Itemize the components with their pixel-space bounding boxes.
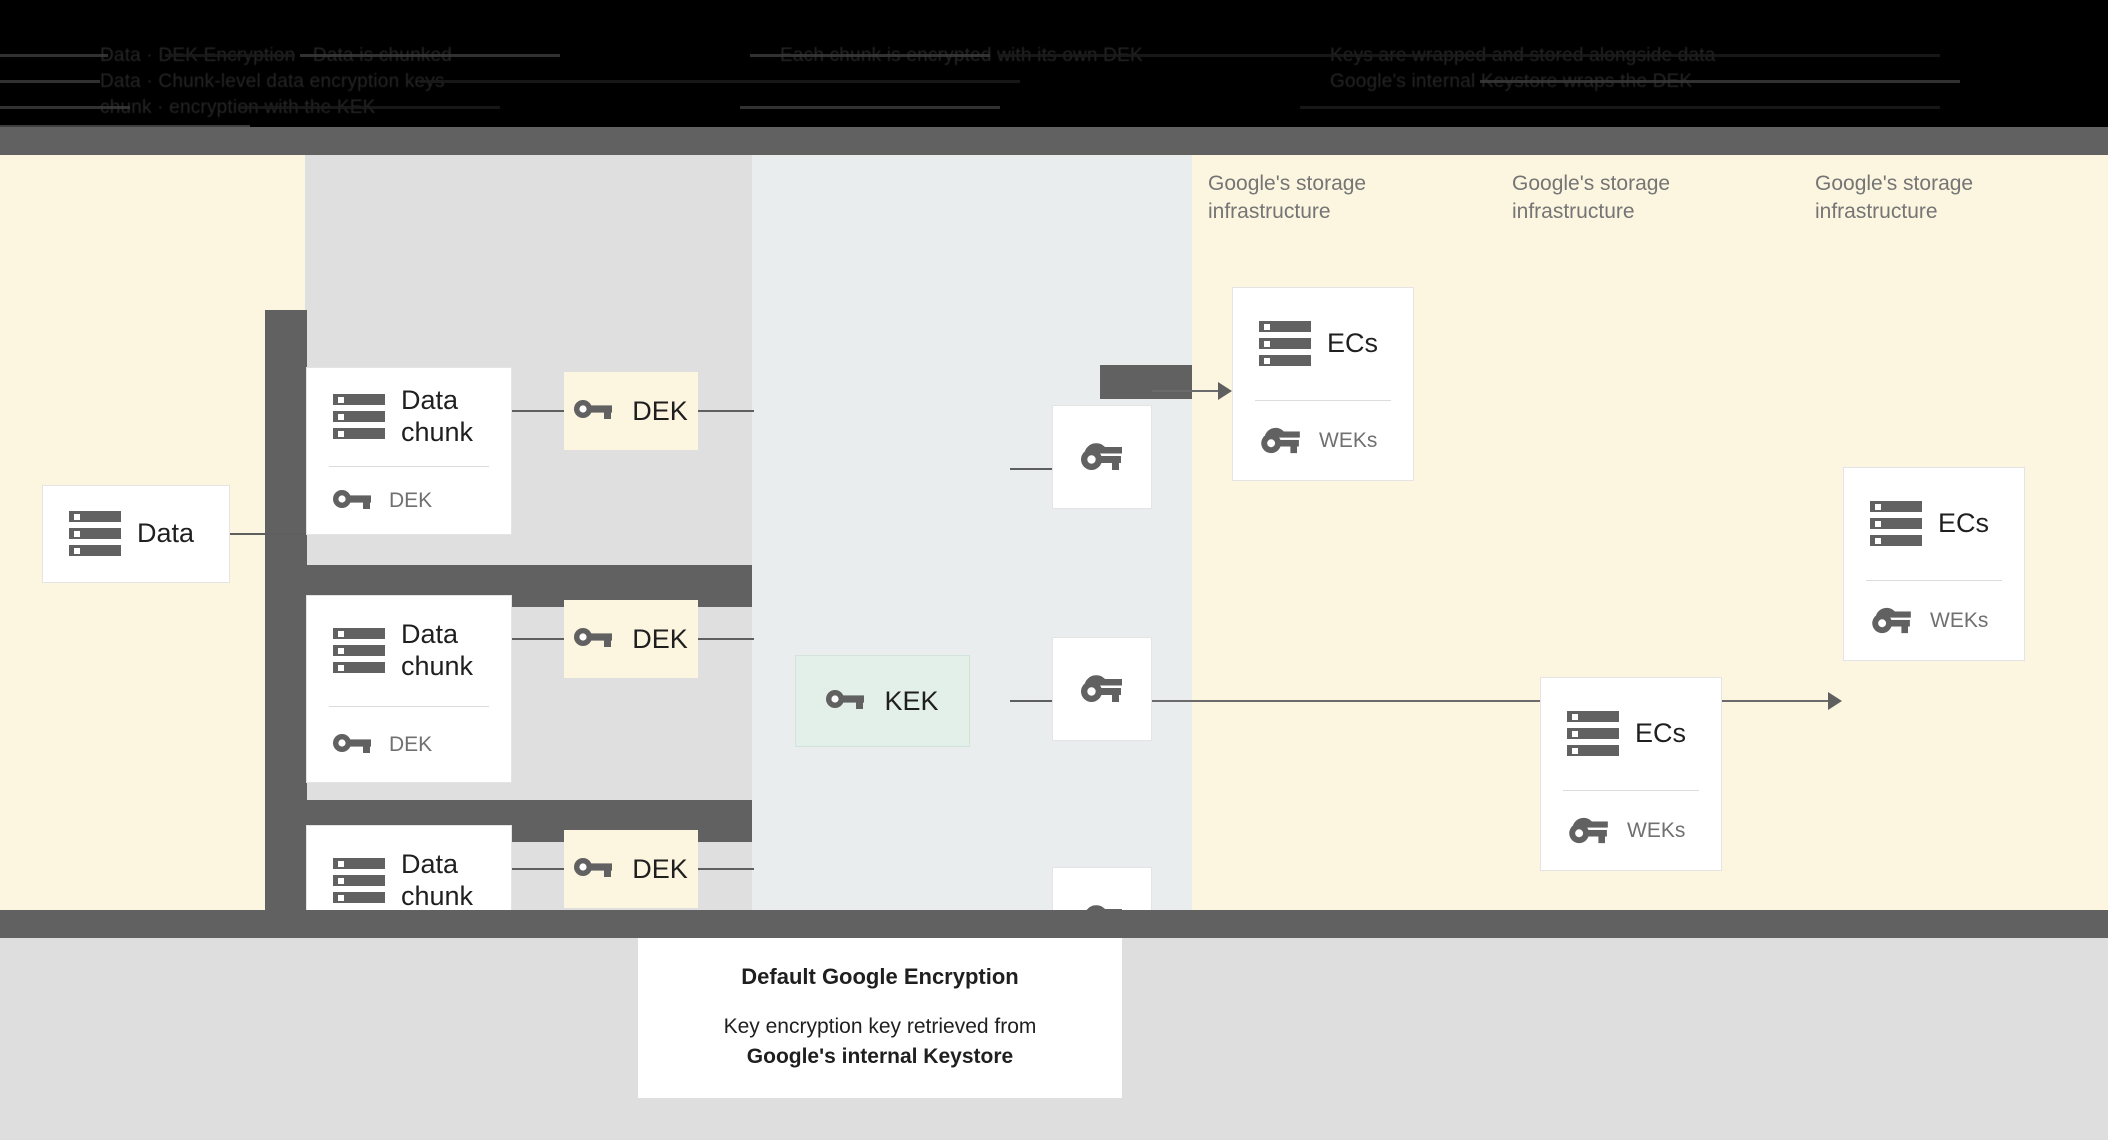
key-icon (574, 625, 614, 654)
caption-body: Key encryption key retrieved from Google… (724, 1012, 1037, 1073)
dek-box-3[interactable]: DEK (564, 830, 698, 908)
wrapped-key-icon (1079, 438, 1125, 477)
header-redaction-bar (0, 54, 108, 57)
ec-card-3[interactable]: ECs WEKs (1540, 677, 1722, 871)
wrapped-key-icon (1567, 813, 1611, 850)
connector-to-wek1 (1010, 468, 1054, 470)
card-divider (329, 706, 489, 707)
caption-line-1: Key encryption key retrieved from (723, 1014, 1037, 1038)
dek-label: DEK (632, 395, 688, 426)
ec-key-label: WEKs (1319, 429, 1378, 452)
ec-title: ECs (1327, 328, 1379, 359)
header-redaction-bar (750, 54, 990, 57)
caption-line-2: Google's internal Keystore (746, 1045, 1014, 1068)
storage-infra-label-2: Google's storage infrastructure (1512, 172, 1671, 223)
keystore-column-band (752, 155, 1192, 910)
key-icon (333, 731, 373, 760)
connector-dek2-right (698, 638, 754, 640)
arrow-head-2 (1828, 692, 1842, 710)
header-redaction-bar (420, 80, 1020, 83)
server-icon (1259, 321, 1311, 367)
kek-label: KEK (884, 685, 939, 716)
data-chunk-card-2[interactable]: Data chunk DEK (306, 595, 512, 783)
key-icon (574, 397, 614, 426)
header-redaction-bar (240, 106, 500, 109)
ec-card-1[interactable]: ECs WEKs (1232, 287, 1414, 481)
data-source-label: Data (137, 518, 195, 549)
chunk-key-label: DEK (389, 733, 433, 756)
canvas-top-rule (0, 127, 2108, 155)
connector-chunk3-dek3 (512, 868, 564, 870)
header-redaction-bar (300, 54, 560, 57)
arrow-line-2 (1152, 700, 1832, 702)
header-line-6: chunk · encryption with the KEK (100, 97, 376, 118)
data-source-card[interactable]: Data (42, 485, 230, 583)
wrapped-key-icon (1259, 423, 1303, 460)
caption-card: Default Google Encryption Key encryption… (638, 938, 1122, 1098)
chunk-title: Data chunk (401, 619, 474, 681)
arrow-line-1 (1152, 390, 1222, 392)
connector-data-to-chunks (230, 533, 306, 535)
card-divider (1563, 790, 1699, 791)
chunk-key-label: DEK (389, 489, 433, 512)
header-text-group: Data · DEK Encryption · Data is chunked … (0, 45, 2108, 125)
header-redaction-bar (0, 80, 100, 83)
wrapped-key-box-2[interactable] (1052, 637, 1152, 741)
connector-dek1-right (698, 410, 754, 412)
dek-box-1[interactable]: DEK (564, 372, 698, 450)
card-divider (1255, 400, 1391, 401)
header-redaction-bar (165, 54, 295, 57)
chunk-title: Data chunk (401, 849, 474, 911)
footer-top-rule (0, 910, 2108, 938)
data-chunk-card-1[interactable]: Data chunk DEK (306, 367, 512, 535)
diagram-canvas: Data Data chunk DEK Data chunk (0, 127, 2108, 1015)
chunk-title: Data chunk (401, 385, 474, 447)
caption-title: Default Google Encryption (741, 963, 1019, 989)
key-icon (333, 487, 373, 516)
storage-infra-label-3: Google's storage infrastructure (1815, 172, 1974, 223)
server-icon (69, 511, 121, 557)
wrapped-key-box-1[interactable] (1052, 405, 1152, 509)
server-icon (1567, 711, 1619, 757)
arrow-head-1 (1218, 382, 1232, 400)
ec-title: ECs (1938, 508, 1990, 539)
kek-box[interactable]: KEK (795, 655, 970, 747)
ec-key-label: WEKs (1930, 609, 1989, 632)
wrapped-key-icon (1079, 670, 1125, 709)
ec-key-label: WEKs (1627, 819, 1686, 842)
connector-dek3-right (698, 868, 754, 870)
header-redaction-bar (1480, 80, 1960, 83)
key-icon (574, 855, 614, 884)
dek-label: DEK (632, 623, 688, 654)
ec-card-2[interactable]: ECs WEKs (1843, 467, 2025, 661)
dek-box-2[interactable]: DEK (564, 600, 698, 678)
header-redaction-bar (0, 106, 130, 109)
ec-title: ECs (1635, 718, 1687, 749)
card-divider (329, 466, 489, 467)
card-divider (1866, 580, 2002, 581)
header-line-4: Data · Chunk-level data encryption keys (100, 71, 445, 92)
wek-transfer-band-1 (1100, 365, 1192, 399)
header-redaction-bar (740, 106, 1000, 109)
server-icon (1870, 501, 1922, 547)
header-redaction-bar (1000, 54, 1940, 57)
server-icon (333, 628, 385, 674)
connector-chunk2-dek2 (512, 638, 564, 640)
server-icon (333, 858, 385, 904)
header-redaction-bar (1300, 106, 1940, 109)
dek-label: DEK (632, 853, 688, 884)
server-icon (333, 394, 385, 440)
storage-infra-label-1: Google's storage infrastructure (1208, 172, 1367, 223)
connector-chunk1-dek1 (512, 410, 564, 412)
connector-kek-to-wek2 (1010, 700, 1054, 702)
key-icon (826, 687, 866, 716)
wrapped-key-icon (1870, 603, 1914, 640)
